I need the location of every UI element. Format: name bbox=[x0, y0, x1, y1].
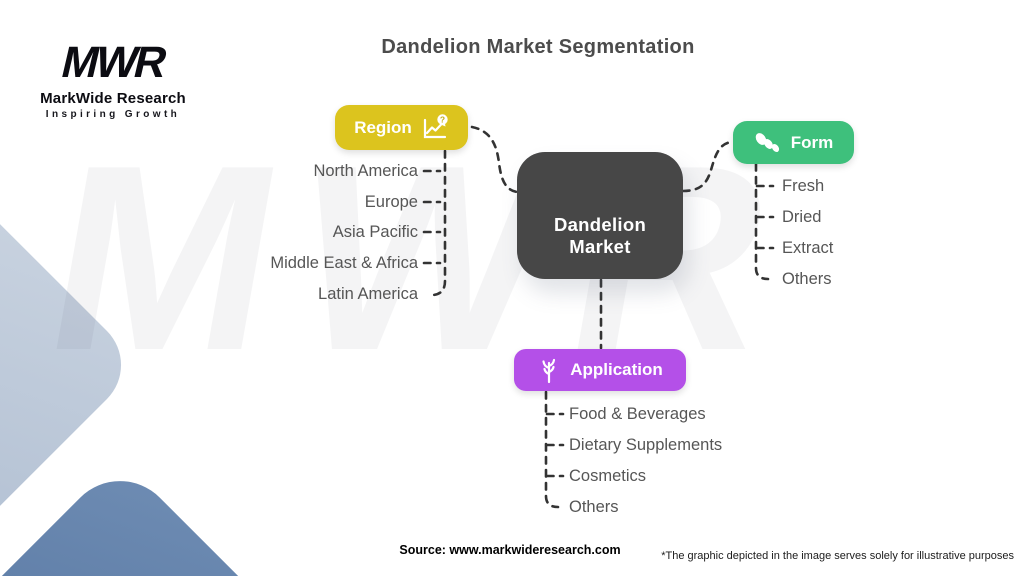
source-text: Source: www.markwideresearch.com bbox=[399, 543, 621, 557]
page-title: Dandelion Market Segmentation bbox=[381, 36, 695, 58]
center-node-dandelion-market: Dandelion Market bbox=[517, 152, 683, 279]
application-badge-label: Application bbox=[570, 360, 663, 379]
svg-text:?: ? bbox=[440, 115, 445, 125]
disclaimer-text: *The graphic depicted in the image serve… bbox=[661, 550, 1014, 562]
markwide-logo: MWR MarkWide Research Inspiring Growth bbox=[28, 38, 198, 120]
logo-tagline: Inspiring Growth bbox=[45, 109, 181, 120]
application-item-dietary-supplements: Dietary Supplements bbox=[569, 436, 723, 454]
center-node-line1: Dandelion bbox=[553, 213, 647, 235]
chart-trend-question-icon: ? bbox=[423, 114, 448, 139]
logo-name: MarkWide Research bbox=[40, 90, 186, 107]
region-item-europe: Europe bbox=[364, 193, 418, 211]
region-item-latin-america: Latin America bbox=[318, 285, 418, 303]
region-item-north-america: North America bbox=[313, 162, 418, 180]
center-node-line2: Market bbox=[569, 235, 631, 257]
application-item-cosmetics: Cosmetics bbox=[569, 467, 647, 485]
form-badge: Form bbox=[733, 121, 854, 164]
application-item-others: Others bbox=[569, 498, 619, 516]
application-item-food-beverages: Food & Beverages bbox=[569, 405, 706, 423]
region-item-middle-east-africa: Middle East & Africa bbox=[270, 254, 418, 272]
region-badge-label: Region bbox=[354, 117, 412, 137]
form-item-dried: Dried bbox=[782, 208, 822, 226]
region-item-asia-pacific: Asia Pacific bbox=[332, 223, 418, 241]
form-item-others: Others bbox=[782, 270, 832, 288]
form-item-extract: Extract bbox=[782, 239, 834, 257]
form-badge-label: Form bbox=[790, 132, 834, 152]
branch-icon bbox=[542, 358, 556, 383]
seeds-icon bbox=[755, 132, 779, 152]
form-item-fresh: Fresh bbox=[782, 177, 825, 195]
region-badge: Region ? bbox=[335, 105, 468, 150]
application-badge: Application bbox=[514, 349, 686, 391]
